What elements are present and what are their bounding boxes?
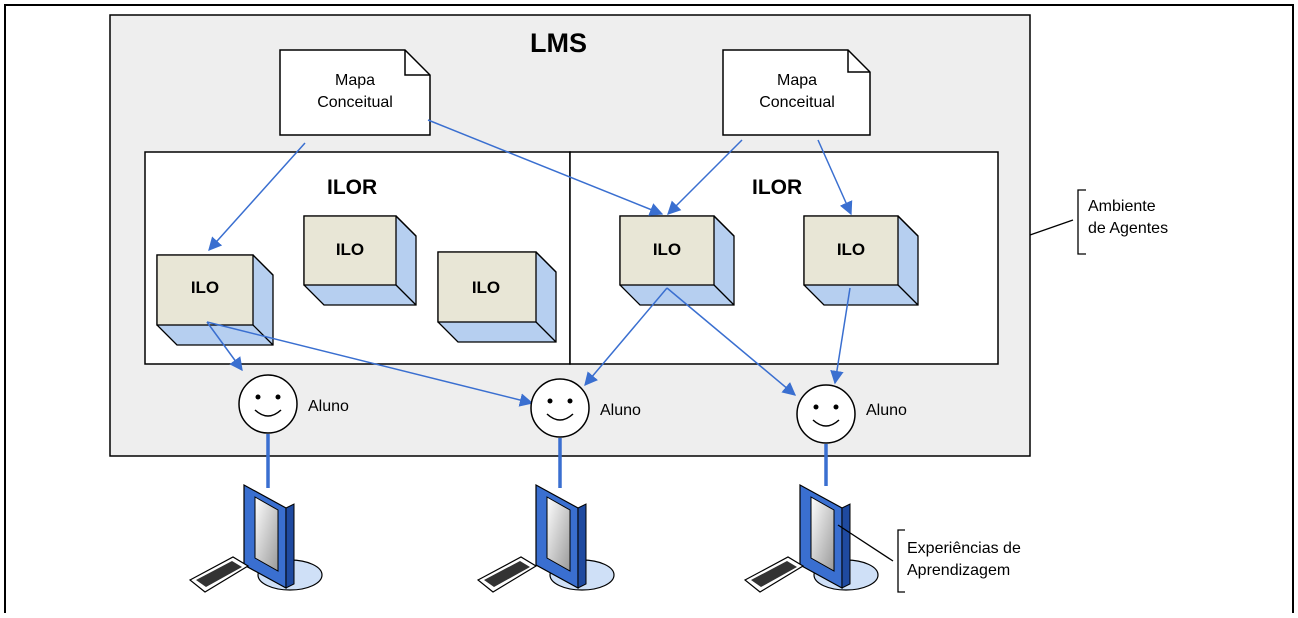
smiley-icon-3 xyxy=(796,384,856,444)
arrow-map1-ilo4 xyxy=(427,119,664,216)
arrow-ilo1-aluno2 xyxy=(206,321,534,407)
smiley-icon-2 xyxy=(530,378,590,438)
concept-map-doc-1 xyxy=(279,49,431,136)
ilo-cube-5 xyxy=(803,215,919,306)
relation-arrows xyxy=(206,119,853,407)
smiley-icon-1 xyxy=(238,374,298,434)
computer-icon-3 xyxy=(743,483,879,593)
outer-frame xyxy=(4,4,1294,618)
agents-env-label: Ambiente de Agentes xyxy=(1088,198,1169,237)
ilo-cube-3 xyxy=(437,251,557,343)
ilo-cube-1 xyxy=(156,254,274,346)
ilo-label-2: ILO xyxy=(335,240,365,259)
ilo-label-4: ILO xyxy=(652,240,682,259)
ilo-cube-4 xyxy=(619,215,735,306)
student-label-1: Aluno xyxy=(308,398,349,415)
ilor-title-right: ILOR xyxy=(752,176,803,199)
concept-map-label-2: Mapa Conceitual xyxy=(759,72,835,111)
arrow-ilo5-aluno3 xyxy=(830,287,851,385)
arrow-map2-ilo5 xyxy=(817,139,853,216)
arrow-ilo1-aluno1 xyxy=(206,321,243,372)
agents-env-callout xyxy=(1029,189,1086,255)
computer-icon-2 xyxy=(476,483,615,593)
arrow-ilo4-aluno3 xyxy=(666,287,797,396)
learning-exp-label: Experiências de Aprendizagem xyxy=(907,540,1021,579)
lms-title: LMS xyxy=(530,28,587,58)
learning-exp-callout xyxy=(837,524,905,593)
ilo-label-5: ILO xyxy=(836,240,866,259)
ilor-title-left: ILOR xyxy=(327,176,378,199)
student-label-2: Aluno xyxy=(600,402,641,419)
student-connection-lines xyxy=(266,434,828,488)
ilo-label-1: ILO xyxy=(190,278,220,297)
arrow-ilo4-aluno2 xyxy=(584,287,668,387)
ilo-label-3: ILO xyxy=(471,278,501,297)
concept-map-label-1: Mapa Conceitual xyxy=(317,72,393,111)
ilo-cube-2 xyxy=(303,215,417,306)
student-label-3: Aluno xyxy=(866,402,907,419)
concept-map-doc-2 xyxy=(722,49,871,136)
arrow-map1-ilo1 xyxy=(208,142,306,252)
computer-icon-1 xyxy=(188,483,323,593)
arrow-map2-ilo4 xyxy=(667,139,743,215)
